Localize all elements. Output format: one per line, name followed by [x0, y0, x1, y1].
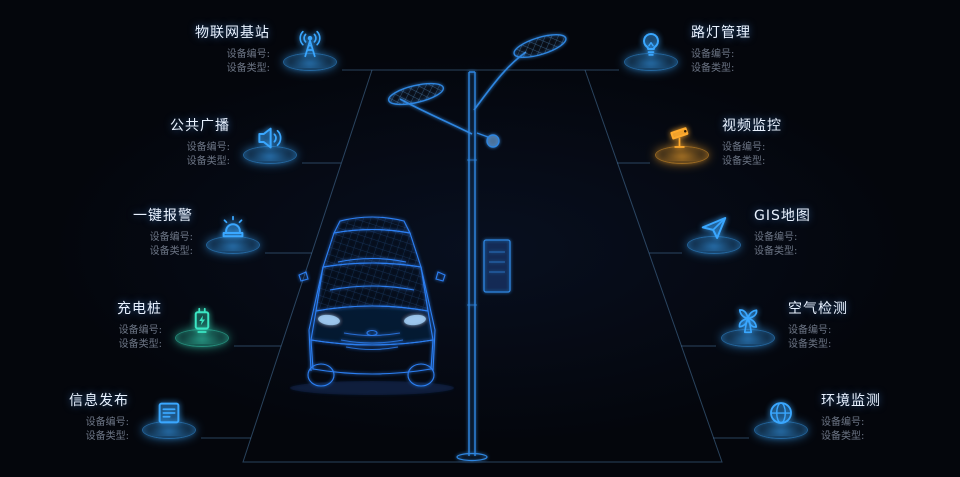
device-number-label: 设备编号: — [788, 325, 832, 336]
platform-ring — [721, 329, 775, 347]
connector-lines — [201, 69, 749, 463]
device-type-label: 设备类型: — [691, 63, 735, 74]
device-type-label: 设备类型: — [186, 156, 230, 167]
device-number-label: 设备编号: — [186, 142, 230, 153]
device-type-label: 设备类型: — [149, 246, 193, 257]
feature-text: 信息发布 设备编号: 设备类型: — [34, 380, 129, 444]
feature-title: 公共广播 — [170, 118, 230, 134]
device-pedestal — [749, 380, 813, 446]
device-number-label: 设备编号: — [821, 417, 865, 428]
feature-title: 一键报警 — [133, 208, 193, 224]
wheel-left — [307, 363, 335, 387]
device-type-label: 设备类型: — [85, 431, 129, 442]
feature-title: 视频监控 — [722, 118, 782, 134]
feature-card-light-management[interactable]: 路灯管理 设备编号: 设备类型: — [619, 12, 786, 78]
globe-icon — [770, 402, 792, 424]
feature-text: 路灯管理 设备编号: 设备类型: — [691, 12, 786, 76]
feature-text: 物联网基站 设备编号: 设备类型: — [175, 12, 270, 76]
feature-title: 物联网基站 — [195, 25, 270, 41]
device-number-label: 设备编号: — [118, 325, 162, 336]
feature-card-alarm[interactable]: 一键报警 设备编号: 设备类型: — [98, 195, 265, 261]
feature-text: 视频监控 设备编号: 设备类型: — [722, 105, 817, 169]
feature-text: 环境监测 设备编号: 设备类型: — [821, 380, 916, 444]
device-pedestal — [716, 288, 780, 354]
siren-icon — [222, 215, 244, 238]
feature-card-air-quality[interactable]: 空气检测 设备编号: 设备类型: — [716, 288, 883, 354]
paper-plane-icon — [701, 217, 727, 239]
headlight-left — [318, 314, 340, 326]
feature-card-public-broadcast[interactable]: 公共广播 设备编号: 设备类型: — [135, 105, 302, 171]
device-pedestal — [137, 380, 201, 446]
charging-icon — [194, 307, 210, 333]
feature-text: GIS地图 设备编号: 设备类型: — [754, 195, 849, 259]
platform-ring — [754, 421, 808, 439]
device-type-label: 设备类型: — [118, 339, 162, 350]
device-pedestal — [238, 105, 302, 171]
device-type-label: 设备类型: — [226, 63, 270, 74]
device-type-label: 设备类型: — [722, 156, 766, 167]
device-number-label: 设备编号: — [722, 142, 766, 153]
device-type-label: 设备类型: — [788, 339, 832, 350]
antenna-icon — [299, 30, 321, 58]
bulb-icon — [643, 33, 659, 56]
feature-card-environment-monitor[interactable]: 环境监测 设备编号: 设备类型: — [749, 380, 916, 446]
device-pedestal — [278, 12, 342, 78]
feature-card-charging-pile[interactable]: 充电桩 设备编号: 设备类型: — [67, 288, 234, 354]
feature-title: 充电桩 — [117, 301, 162, 317]
windmill-icon — [738, 309, 758, 334]
info-board-icon — [158, 402, 180, 424]
cctv-icon — [670, 127, 689, 148]
feature-title: 环境监测 — [821, 393, 881, 409]
lamp-head-right — [513, 33, 567, 59]
platform-ring — [283, 53, 337, 71]
device-pedestal — [682, 195, 746, 261]
device-pedestal — [170, 288, 234, 354]
device-pedestal — [619, 12, 683, 78]
feature-text: 充电桩 设备编号: 设备类型: — [67, 288, 162, 352]
street-lamp — [387, 33, 567, 462]
speaker-icon — [258, 127, 282, 149]
wireframe-car — [290, 216, 454, 395]
feature-title: 信息发布 — [69, 393, 129, 409]
device-type-label: 设备类型: — [821, 431, 865, 442]
wheel-right — [407, 363, 435, 387]
feature-title: GIS地图 — [754, 208, 811, 224]
feature-text: 空气检测 设备编号: 设备类型: — [788, 288, 883, 352]
device-pedestal — [201, 195, 265, 261]
feature-card-video-surveillance[interactable]: 视频监控 设备编号: 设备类型: — [650, 105, 817, 171]
lamp-sign-board — [483, 239, 511, 293]
feature-card-info-release[interactable]: 信息发布 设备编号: 设备类型: — [34, 380, 201, 446]
small-lamp-globe — [486, 134, 500, 148]
device-number-label: 设备编号: — [85, 417, 129, 428]
device-number-label: 设备编号: — [226, 49, 270, 60]
device-type-label: 设备类型: — [754, 246, 798, 257]
headlight-right — [404, 314, 426, 326]
platform-ring — [687, 236, 741, 254]
feature-text: 公共广播 设备编号: 设备类型: — [135, 105, 230, 169]
lamp-head-left — [387, 82, 445, 106]
device-number-label: 设备编号: — [754, 232, 798, 243]
device-pedestal — [650, 105, 714, 171]
feature-title: 路灯管理 — [691, 25, 751, 41]
platform-ring — [624, 53, 678, 71]
device-number-label: 设备编号: — [691, 49, 735, 60]
device-number-label: 设备编号: — [149, 232, 193, 243]
feature-card-gis-map[interactable]: GIS地图 设备编号: 设备类型: — [682, 195, 849, 261]
feature-text: 一键报警 设备编号: 设备类型: — [98, 195, 193, 259]
feature-title: 空气检测 — [788, 301, 848, 317]
feature-card-iot-station[interactable]: 物联网基站 设备编号: 设备类型: — [175, 12, 342, 78]
